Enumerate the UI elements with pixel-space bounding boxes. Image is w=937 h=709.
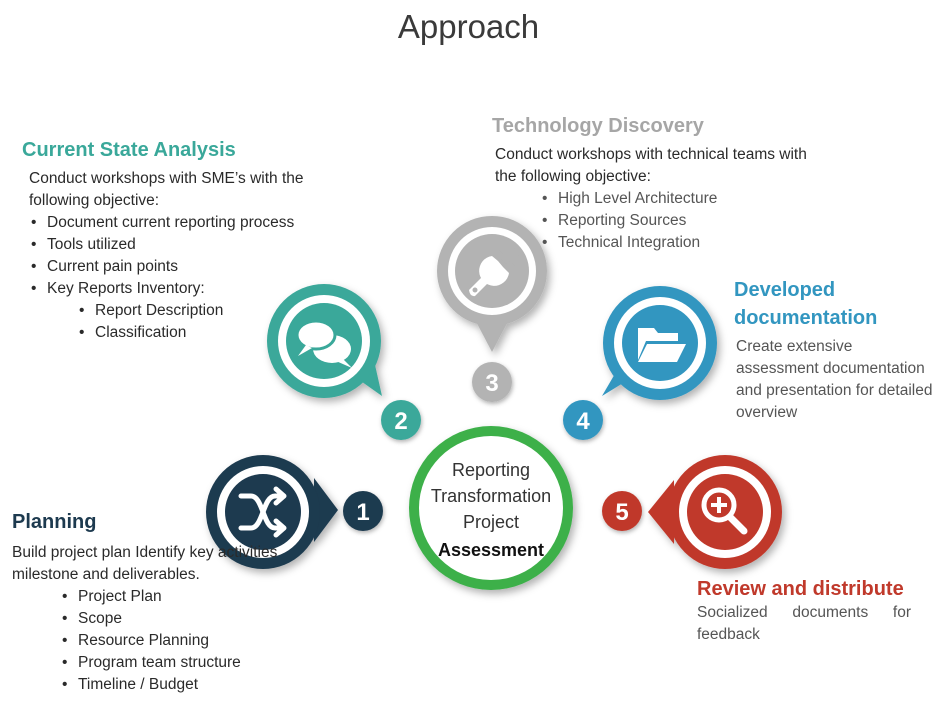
technology-discovery-body: Conduct workshops with technical teams w… — [495, 146, 807, 185]
list-item: Program team structure — [60, 652, 342, 674]
step-5-badge: 5 — [602, 491, 642, 531]
current-state-list: Document current reporting process Tools… — [22, 212, 362, 300]
center-line-4: Assessment — [438, 540, 544, 560]
page-title: Approach — [397, 8, 540, 45]
current-state-body: Conduct workshops with SME’s with the fo… — [29, 170, 304, 209]
list-item: Report Description — [77, 300, 362, 322]
list-item: Current pain points — [29, 256, 362, 278]
current-state-heading: Current State Analysis — [22, 139, 236, 161]
review-heading: Review and distribute — [697, 578, 904, 600]
planning-list: Project Plan Scope Resource Planning Pro… — [12, 586, 342, 696]
technology-discovery-list: High Level Architecture Reporting Source… — [492, 188, 822, 254]
planning-body: Build project plan Identify key activiti… — [12, 544, 278, 583]
center-hub: Reporting Transformation Project Assessm… — [409, 426, 573, 590]
list-item: Document current reporting process — [29, 212, 362, 234]
folder-open-icon — [638, 328, 686, 362]
planning-heading: Planning — [12, 511, 97, 533]
center-line-3: Project — [463, 512, 519, 532]
center-line-1: Reporting — [452, 460, 530, 480]
list-item: High Level Architecture — [540, 188, 822, 210]
developed-documentation-body: Create extensive assessment documentatio… — [736, 338, 933, 421]
current-state-sublist: Report Description Classification — [22, 300, 362, 344]
developed-documentation-block: Developed documentation Create extensive… — [734, 276, 934, 424]
step-2-number: 2 — [394, 408, 407, 435]
shuffle-icon — [238, 486, 287, 538]
developed-documentation-heading-line-2: documentation — [734, 307, 878, 329]
list-item: Technical Integration — [540, 232, 822, 254]
list-item: Scope — [60, 608, 342, 630]
list-item: Classification — [77, 322, 362, 344]
zoom-in-icon — [701, 487, 748, 535]
step-3-number: 3 — [485, 370, 498, 397]
list-item: Tools utilized — [29, 234, 362, 256]
step-1-number: 1 — [356, 499, 369, 526]
technology-discovery-heading: Technology Discovery — [492, 115, 704, 137]
review-body: Socialized documents for feedback — [697, 604, 911, 643]
center-line-2: Transformation — [431, 486, 551, 506]
technology-discovery-block: Technology Discovery Conduct workshops w… — [492, 112, 822, 254]
current-state-block: Current State Analysis Conduct workshops… — [22, 136, 362, 344]
review-block: Review and distribute Socialized documen… — [697, 576, 911, 646]
step-4-number: 4 — [576, 408, 590, 435]
wrench-icon — [469, 245, 519, 297]
step-4-badge: 4 — [563, 400, 603, 440]
list-item: Key Reports Inventory: — [29, 278, 362, 300]
planning-block: Planning Build project plan Identify key… — [12, 508, 342, 696]
step-1-badge: 1 — [343, 491, 383, 531]
list-item: Reporting Sources — [540, 210, 822, 232]
step-3-badge: 3 — [472, 362, 512, 402]
list-item: Project Plan — [60, 586, 342, 608]
step-5-number: 5 — [615, 499, 628, 526]
list-item: Resource Planning — [60, 630, 342, 652]
list-item: Timeline / Budget — [60, 674, 342, 696]
developed-documentation-heading-line-1: Developed — [734, 279, 836, 301]
step-2-badge: 2 — [381, 400, 421, 440]
